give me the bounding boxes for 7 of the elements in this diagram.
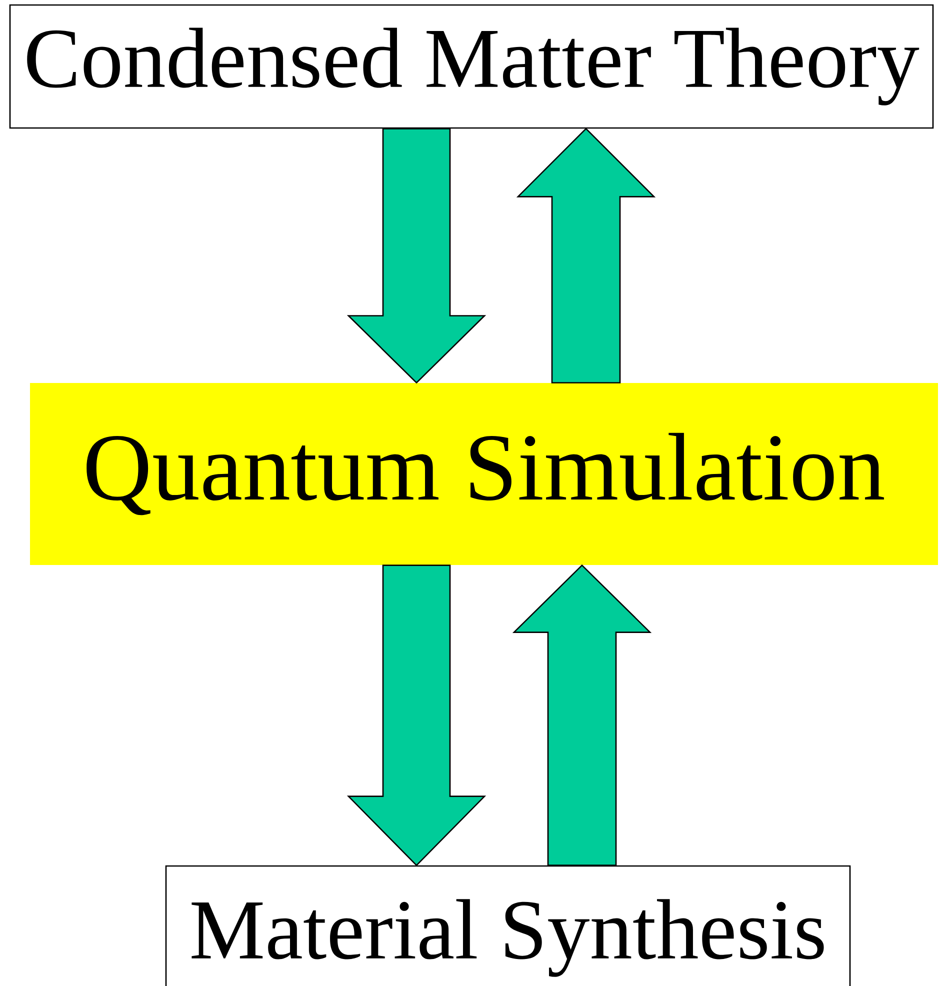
highlight-box: Quantum Simulation <box>30 383 938 565</box>
block-arrow <box>516 128 656 384</box>
label-box: Material Synthesis <box>165 865 851 986</box>
block-arrow <box>512 564 652 866</box>
label-box: Condensed Matter Theory <box>9 4 934 129</box>
block-arrow <box>346 564 486 866</box>
block-arrow <box>346 128 486 384</box>
